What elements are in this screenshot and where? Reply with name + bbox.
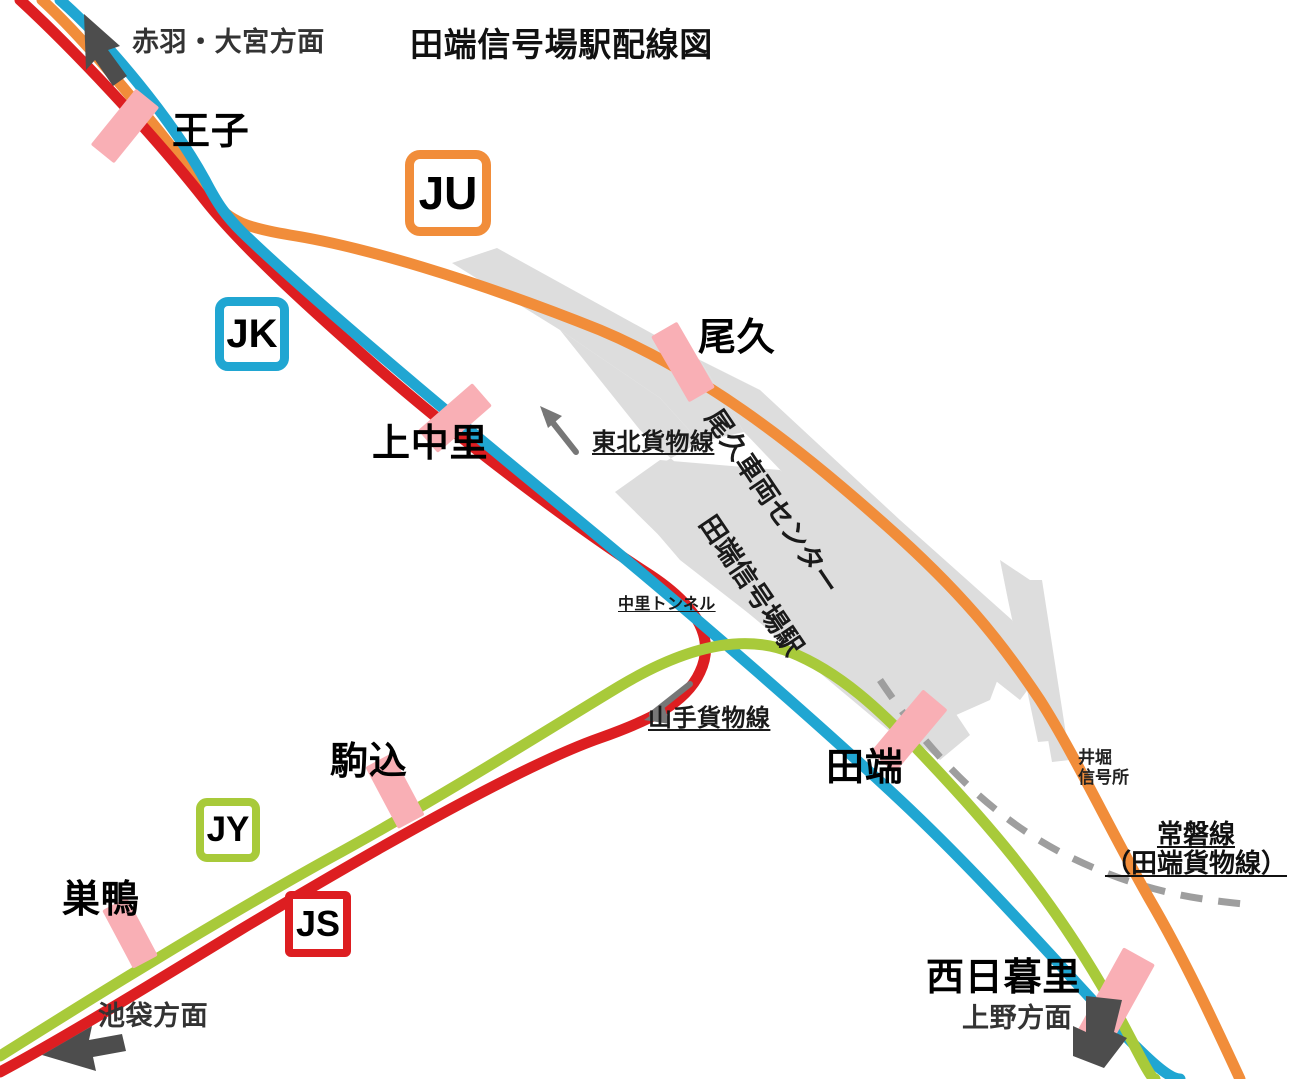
station-label-oku: 尾久 <box>698 317 776 359</box>
direction-label-ueno: 上野方面 <box>962 1003 1073 1033</box>
station-markers <box>91 89 1155 1048</box>
line-badge-jy[interactable]: JY <box>196 798 260 862</box>
line-badge-js[interactable]: JS <box>285 891 351 957</box>
jk-blue-line <box>54 0 1186 1079</box>
tabata-yard-area-lower <box>615 460 1005 740</box>
line-pointer-arrows <box>540 406 693 724</box>
direction-arrows <box>42 14 1127 1071</box>
station-marker-tabata <box>871 690 947 772</box>
oku-depot-right-edge <box>1000 560 1060 742</box>
line-badge-ju[interactable]: JU <box>405 150 491 236</box>
arrow-yamanote-freight-shaft <box>649 681 693 717</box>
arrow-ikebukuro-icon <box>42 1026 126 1071</box>
facility-label-ibori-line2: 信号所 <box>1078 767 1129 787</box>
line-label-tohoku-freight: 東北貨物線 <box>592 429 715 456</box>
facility-label-ibori-line1: 井堀 <box>1078 748 1112 767</box>
station-marker-kaminakazato <box>418 383 492 453</box>
station-marker-oku <box>651 322 715 402</box>
line-label-joban-sub: （田端貨物線） <box>1104 847 1287 878</box>
line-badge-jk[interactable]: JK <box>215 297 289 371</box>
station-label-komagome: 駒込 <box>330 741 408 783</box>
line-label-yamanote-freight: 山手貨物線 <box>648 705 771 732</box>
station-label-tabata: 田端 <box>826 747 904 789</box>
arrow-yamanote-freight-head-icon <box>644 706 670 724</box>
station-label-oji: 王子 <box>172 111 250 153</box>
arrow-akabane-omiya-icon <box>84 14 127 86</box>
station-marker-komagome <box>366 753 424 829</box>
jy-green-line <box>0 638 1161 1079</box>
direction-label-akabane-omiya: 赤羽・大宮方面 <box>132 27 325 57</box>
facility-label-ibori-signal-group: 井堀 信号所 <box>1078 748 1129 787</box>
station-marker-oji <box>91 89 159 163</box>
yard-areas <box>452 248 1070 762</box>
page-title: 田端信号場駅配線図 <box>410 26 713 63</box>
line-label-joban: 常磐線 <box>1156 819 1235 849</box>
facility-label-nakazato-tunnel: 中里トンネル <box>618 596 716 613</box>
station-label-nishinippori: 西日暮里 <box>926 957 1082 999</box>
station-marker-sugamo <box>102 897 158 969</box>
station-label-sugamo: 巣鴨 <box>62 879 140 921</box>
direction-label-ikebukuro: 池袋方面 <box>98 1001 209 1031</box>
station-label-kaminakazato: 上中里 <box>372 423 489 465</box>
arrow-tohoku-freight-head-icon <box>540 406 562 428</box>
line-label-joban-group: 常磐線 （田端貨物線） <box>1096 820 1296 877</box>
joban-freight-dashed-line <box>877 678 1256 909</box>
arrow-ueno-icon <box>1073 996 1127 1068</box>
